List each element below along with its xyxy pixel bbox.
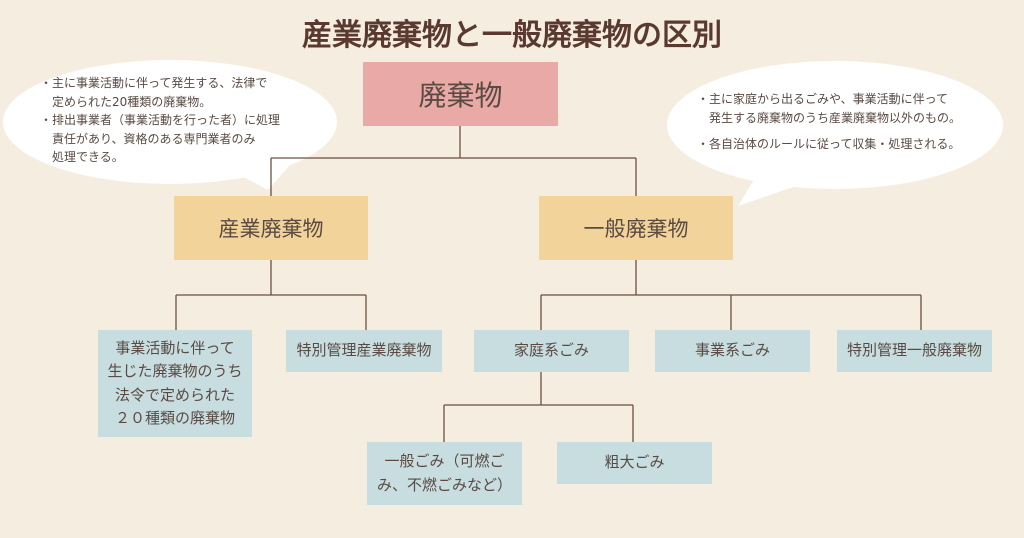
note-line: 処理できる。 bbox=[40, 150, 124, 165]
root-node: 廃棄物 bbox=[363, 62, 558, 126]
note-line: ・主に家庭から出るごみや、事業活動に伴って bbox=[697, 92, 949, 106]
ordinary-garbage-node: 一般ごみ（可燃ご み、不燃ごみなど） bbox=[367, 442, 522, 505]
bulky-garbage-node: 粗大ごみ bbox=[557, 442, 712, 484]
special-industrial-node: 特別管理産業廃棄物 bbox=[286, 330, 442, 372]
industrial-20-types-node: 事業活動に伴って 生じた廃棄物のうち 法令で定められた ２０種類の廃棄物 bbox=[98, 330, 252, 437]
general-waste-node: 一般廃棄物 bbox=[539, 196, 733, 260]
special-general-node: 特別管理一般廃棄物 bbox=[837, 330, 992, 372]
note-line: ・主に事業活動に伴って発生する、法律で bbox=[40, 76, 268, 90]
note-line: 責任があり、資格のある専門業者のみ bbox=[40, 131, 256, 146]
general-note: ・主に家庭から出るごみや、事業活動に伴って 発生する廃棄物のうち産業廃棄物以外の… bbox=[697, 90, 961, 154]
industrial-waste-node: 産業廃棄物 bbox=[174, 196, 368, 260]
note-line: ・各自治体のルールに従って収集・処理される。 bbox=[697, 137, 961, 152]
note-line: 定められた20種類の廃棄物。 bbox=[40, 94, 212, 109]
page-title: 産業廃棄物と一般廃棄物の区別 bbox=[302, 18, 722, 53]
note-line: 発生する廃棄物のうち産業廃棄物以外のもの。 bbox=[697, 110, 962, 125]
note-line: ・排出事業者（事業活動を行った者）に処理 bbox=[40, 113, 281, 128]
household-waste-node: 家庭系ごみ bbox=[474, 330, 629, 372]
industrial-note: ・主に事業活動に伴って発生する、法律で 定められた20種類の廃棄物。 ・排出事業… bbox=[40, 74, 280, 167]
business-waste-node: 事業系ごみ bbox=[655, 330, 810, 372]
